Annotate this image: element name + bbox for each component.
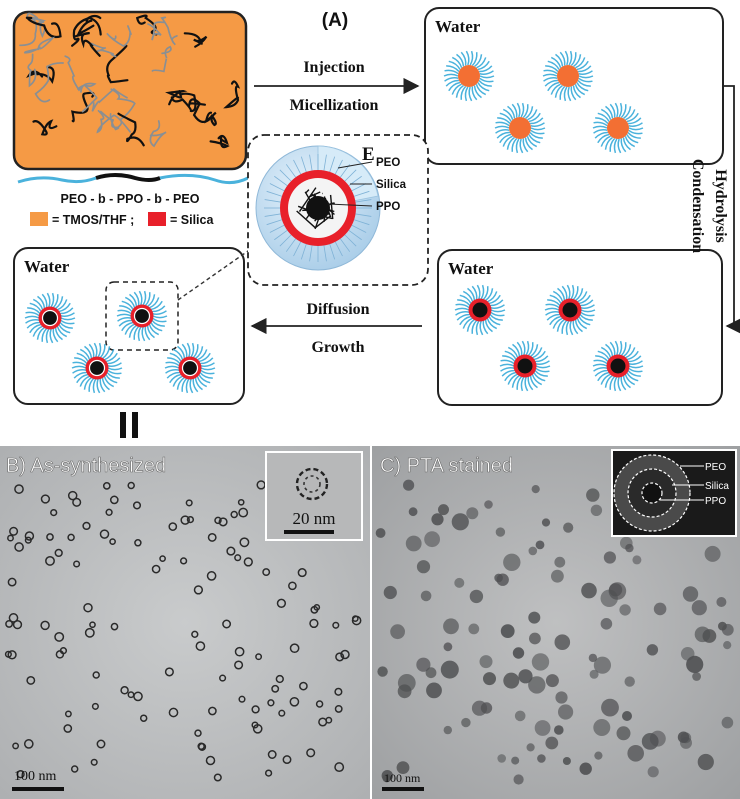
water-label-1: Water (435, 17, 481, 36)
inset-letter: E (362, 144, 375, 165)
micelle (494, 102, 546, 154)
arrow3-top-label: Diffusion (306, 301, 369, 318)
zoom-connector (177, 243, 259, 301)
tmos-swatch (30, 212, 48, 226)
micellization-box: Water (424, 7, 724, 165)
silica-legend-text: = Silica (170, 213, 214, 227)
panel-c-inset-ppo: PPO (705, 496, 726, 507)
arrow-diffusion: Diffusion Growth (250, 301, 422, 356)
water-label-2: Water (448, 259, 494, 278)
panel-c-inset-peo: PEO (705, 462, 726, 473)
panel-b-tem: B) As-synthesized 20 nm 100 nm (0, 446, 370, 799)
precursor-box (12, 10, 248, 171)
micelle (24, 292, 76, 344)
micelle (443, 50, 495, 102)
tmos-legend-text: = TMOS/THF ; (52, 213, 134, 227)
micelle (71, 342, 123, 394)
arrow3-bottom-label: Growth (311, 339, 364, 356)
inset-e: E PEO Silica PPO (247, 134, 429, 286)
water-label-3: Water (24, 257, 70, 276)
micelle (542, 50, 594, 102)
inset-layer-silica: Silica (376, 179, 407, 191)
inset-layer-peo: PEO (376, 157, 400, 169)
micelle (164, 342, 216, 394)
panel-c-label: C) PTA stained (380, 455, 513, 477)
condensation-box: Water (437, 249, 723, 406)
panel-b-label: B) As-synthesized (6, 455, 166, 477)
panel-b-inset-scale: 20 nm (293, 509, 336, 528)
arrow1-bottom-label: Micellization (290, 97, 379, 114)
panel-b-scale-text: 100 nm (14, 769, 57, 784)
inset-layer-ppo: PPO (376, 201, 400, 213)
micelle (592, 102, 644, 154)
arrow2-bottom-label: Condensation (689, 159, 706, 253)
micelle (116, 290, 168, 342)
micelle (454, 284, 506, 336)
silica-swatch (148, 212, 166, 226)
arrow-hydrolysis: Hydrolysis Condensation (689, 85, 740, 335)
panel-a-label: (A) (322, 10, 348, 31)
panel-c-scale-text: 100 nm (384, 771, 421, 785)
polymer-strand (17, 173, 249, 185)
arrow-injection: Injection Micellization (254, 59, 420, 114)
micelle (544, 284, 596, 336)
micelle (592, 340, 644, 392)
micelle (499, 340, 551, 392)
selection-dashed-box (105, 281, 179, 351)
panel-c-tem: C) PTA stained PEO Silica PPO 100 nm (372, 446, 740, 799)
arrow2-top-label: Hydrolysis (712, 169, 729, 243)
panel-c-inset-silica: Silica (705, 481, 729, 492)
equals-sign (120, 412, 138, 438)
polymer-label: PEO - b - PPO - b - PEO (61, 192, 200, 206)
growth-box: Water (13, 247, 245, 405)
arrow1-top-label: Injection (303, 59, 364, 76)
